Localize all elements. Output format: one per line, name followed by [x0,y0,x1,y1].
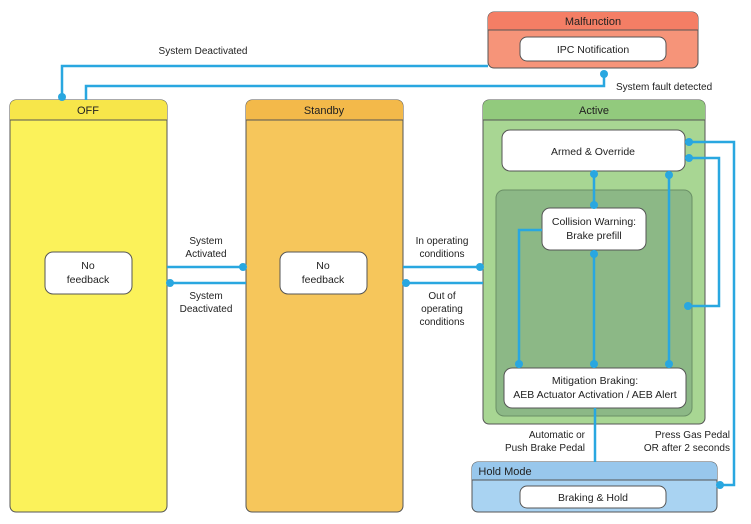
label-out-operating-2: operating [421,304,463,315]
label-out-operating-1: Out of [428,291,455,302]
braking-hold-label: Braking & Hold [558,492,628,504]
armed-override-label: Armed & Override [551,146,635,158]
ipc-notification-label: IPC Notification [557,44,630,56]
label-in-operating-2: conditions [419,249,464,260]
transitions [60,64,736,487]
hold-title: Hold Mode [478,466,531,478]
standby-inner-line2: feedback [302,274,345,286]
label-automatic-2: Push Brake Pedal [505,443,585,454]
label-system-fault: System fault detected [616,82,712,93]
marker-active-left [476,263,484,271]
state-off: OFF No feedback [9,99,168,513]
standby-inner-line1: No [316,260,330,272]
state-hold-mode: Hold Mode Braking & Hold [471,461,718,513]
off-title-bar [10,100,167,120]
edge-active-right-loop [685,140,736,487]
marker-armed-bottom [590,170,598,178]
collision-warning-line2: Brake prefill [566,230,621,242]
standby-inner-box [279,251,368,295]
state-malfunction: Malfunction IPC Notification [487,11,699,69]
label-automatic-1: Automatic or [529,430,586,441]
active-title-bar [483,100,705,120]
standby-title-bar [246,100,403,120]
marker-armed-right-2 [685,154,693,162]
marker-standby-left [239,263,247,271]
edge-fault-to-malfunction [84,74,606,100]
collision-warning-box [541,207,647,251]
malfunction-title: Malfunction [565,16,621,28]
label-system-activated-2: Activated [185,249,226,260]
standby-body [245,99,404,513]
off-title: OFF [77,105,99,117]
edge-armed-right-loop [685,156,721,308]
label-out-operating-3: conditions [419,317,464,328]
marker-mitigation-top-mid [590,360,598,368]
marker-standby-right [402,279,410,287]
label-in-operating-1: In operating [416,236,469,247]
marker-active-inner-right [684,302,692,310]
label-system-activated-1: System [189,236,222,247]
off-inner-line1: No [81,260,95,272]
off-body [9,99,168,513]
active-title: Active [579,105,609,117]
mitigation-braking-line2: AEB Actuator Activation / AEB Alert [513,389,677,401]
edge-labels: System Deactivated System fault detected… [159,46,730,454]
ipc-notification-box [519,36,667,62]
marker-mitigation-top-left [515,360,523,368]
marker-armed-bottom-right [665,171,673,179]
marker-armed-right-1 [685,138,693,146]
marker-off-right [166,279,174,287]
hold-title-bar [472,462,717,480]
state-standby: Standby No feedback [245,99,404,513]
label-system-deactivated-1: System [189,291,222,302]
label-press-gas-1: Press Gas Pedal [655,430,730,441]
edge-malfunction-to-off [60,64,488,100]
mitigation-braking-line1: Mitigation Braking: [552,375,638,387]
transition-markers [58,70,724,489]
edge-collision-left-loop [517,228,542,368]
marker-collision-bottom [590,250,598,258]
malfunction-title-bar [488,12,698,30]
marker-collision-top [590,201,598,209]
off-inner-line2: feedback [67,274,110,286]
collision-warning-line1: Collision Warning: [552,216,636,228]
label-system-deactivated-2: Deactivated [180,304,233,315]
braking-hold-box [519,485,667,509]
marker-malfunction-bottom [600,70,608,78]
mitigation-braking-box [503,367,687,409]
marker-mitigation-top-right [665,360,673,368]
label-system-deactivated-top: System Deactivated [159,46,248,57]
marker-off-top [58,93,66,101]
marker-hold-right [716,481,724,489]
label-press-gas-2: OR after 2 seconds [644,443,730,454]
off-inner-box [44,251,133,295]
standby-title: Standby [304,105,345,117]
